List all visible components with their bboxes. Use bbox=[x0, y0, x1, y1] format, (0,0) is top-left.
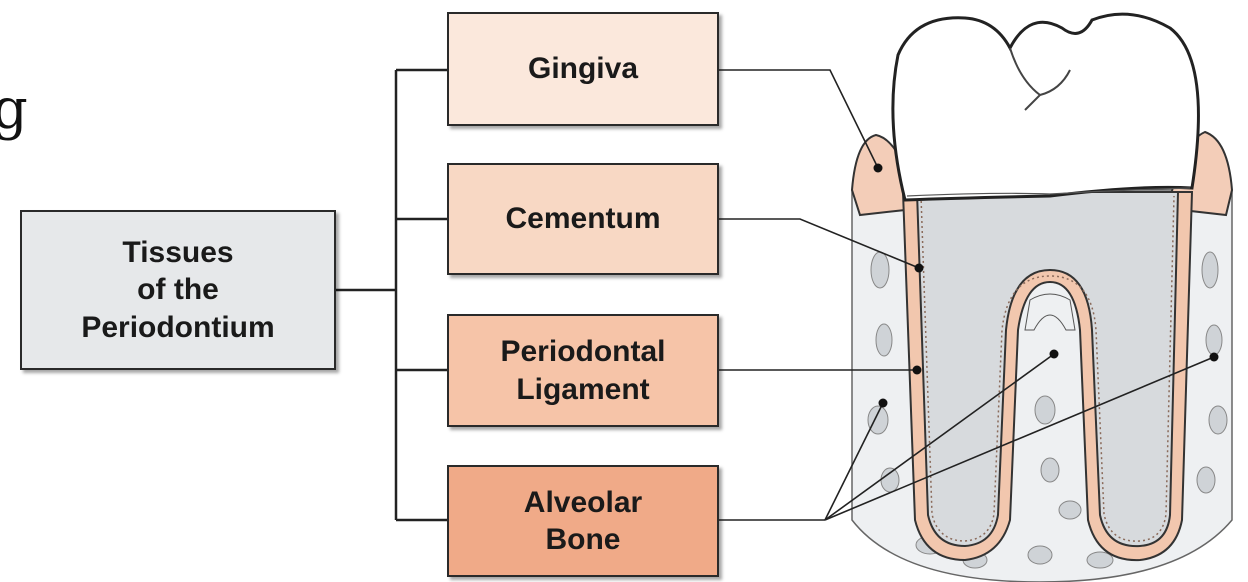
node-gingiva-label: Gingiva bbox=[528, 50, 638, 88]
node-cementum: Cementum bbox=[447, 163, 719, 275]
node-periodontal-ligament-label: Periodontal Ligament bbox=[500, 333, 665, 408]
root-node-label: Tissues of the Periodontium bbox=[81, 234, 274, 347]
node-alveolar-bone: Alveolar Bone bbox=[447, 465, 719, 577]
node-gingiva: Gingiva bbox=[447, 12, 719, 126]
node-alveolar-bone-label: Alveolar Bone bbox=[524, 484, 642, 559]
tree-connectors bbox=[336, 70, 447, 520]
leader-gingiva bbox=[719, 70, 878, 168]
node-periodontal-ligament: Periodontal Ligament bbox=[447, 314, 719, 427]
node-cementum-label: Cementum bbox=[505, 200, 660, 238]
tooth-illustration bbox=[852, 14, 1232, 582]
root-node-tissues-of-periodontium: Tissues of the Periodontium bbox=[20, 210, 336, 370]
tooth-crown bbox=[893, 14, 1199, 200]
